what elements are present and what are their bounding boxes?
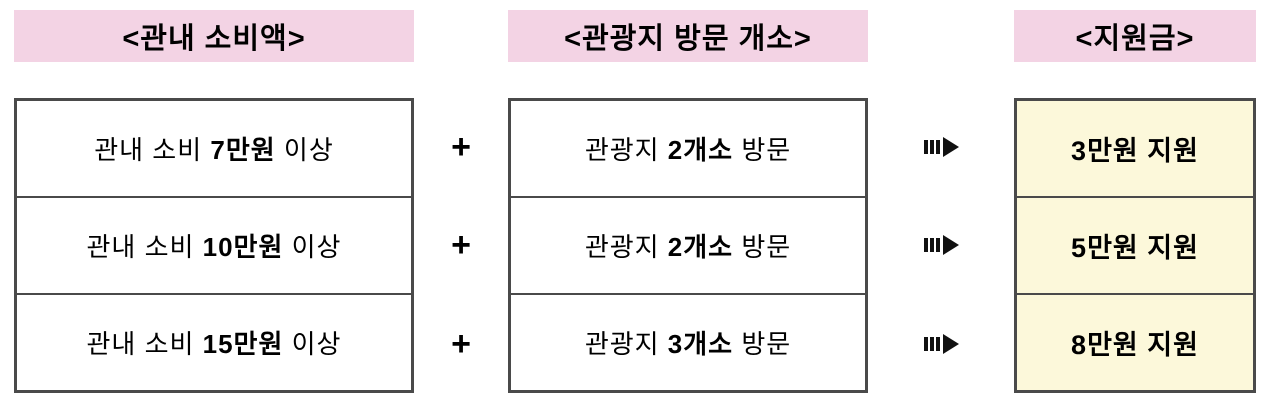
visits-suffix: 방문 — [733, 329, 792, 359]
dashed-right-arrow-icon — [923, 333, 959, 354]
visits-box: 관광지 2개소 방문 관광지 2개소 방문 관광지 3개소 방문 — [508, 98, 868, 393]
support-row-3: 8만원 지원 — [1017, 293, 1253, 390]
dashed-right-arrow-icon — [923, 137, 959, 158]
visits-prefix: 관광지 — [584, 135, 668, 165]
consumption-row-3: 관내 소비 15만원 이상 — [17, 293, 411, 390]
visits-suffix: 방문 — [733, 135, 792, 165]
plus-cell-1: + — [414, 98, 508, 196]
support-row-2: 5만원 지원 — [1017, 196, 1253, 293]
visits-row-1: 관광지 2개소 방문 — [511, 101, 865, 196]
support-box: 3만원 지원 5만원 지원 8만원 지원 — [1014, 98, 1256, 393]
visits-count: 2개소 — [667, 135, 734, 165]
consumption-prefix: 관내 소비 — [86, 232, 203, 262]
arrow-cell-1 — [868, 98, 1014, 196]
visits-row-3: 관광지 3개소 방문 — [511, 293, 865, 390]
consumption-row-1: 관내 소비 7만원 이상 — [17, 101, 411, 196]
consumption-amount: 7만원 — [210, 135, 276, 165]
consumption-suffix: 이상 — [283, 329, 342, 359]
arrow-cell-2 — [868, 196, 1014, 294]
plus-column: + + + — [414, 98, 508, 393]
arrow-column — [868, 98, 1014, 393]
consumption-amount: 10만원 — [202, 232, 284, 262]
visits-prefix: 관광지 — [584, 232, 668, 262]
plus-cell-2: + — [414, 196, 508, 294]
consumption-prefix: 관내 소비 — [94, 135, 211, 165]
consumption-box: 관내 소비 7만원 이상 관내 소비 10만원 이상 관내 소비 15만원 이상 — [14, 98, 414, 393]
support-row-1: 3만원 지원 — [1071, 136, 1199, 166]
consumption-amount: 15만원 — [202, 329, 284, 359]
dashed-right-arrow-icon — [923, 235, 959, 256]
header-support: <지원금> — [1014, 10, 1256, 62]
visits-count: 3개소 — [667, 329, 734, 359]
visits-count: 2개소 — [667, 232, 734, 262]
header-consumption: <관내 소비액> — [14, 10, 414, 62]
plus-sign: + — [451, 128, 471, 167]
plus-cell-3: + — [414, 295, 508, 393]
consumption-row-2: 관내 소비 10만원 이상 — [17, 196, 411, 293]
plus-sign: + — [451, 226, 471, 265]
consumption-suffix: 이상 — [283, 232, 342, 262]
visits-prefix: 관광지 — [584, 329, 668, 359]
arrow-cell-3 — [868, 295, 1014, 393]
visits-row-2: 관광지 2개소 방문 — [511, 196, 865, 293]
consumption-prefix: 관내 소비 — [86, 329, 203, 359]
consumption-suffix: 이상 — [275, 135, 334, 165]
plus-sign: + — [451, 324, 471, 363]
header-visits: <관광지 방문 개소> — [508, 10, 868, 62]
visits-suffix: 방문 — [733, 232, 792, 262]
